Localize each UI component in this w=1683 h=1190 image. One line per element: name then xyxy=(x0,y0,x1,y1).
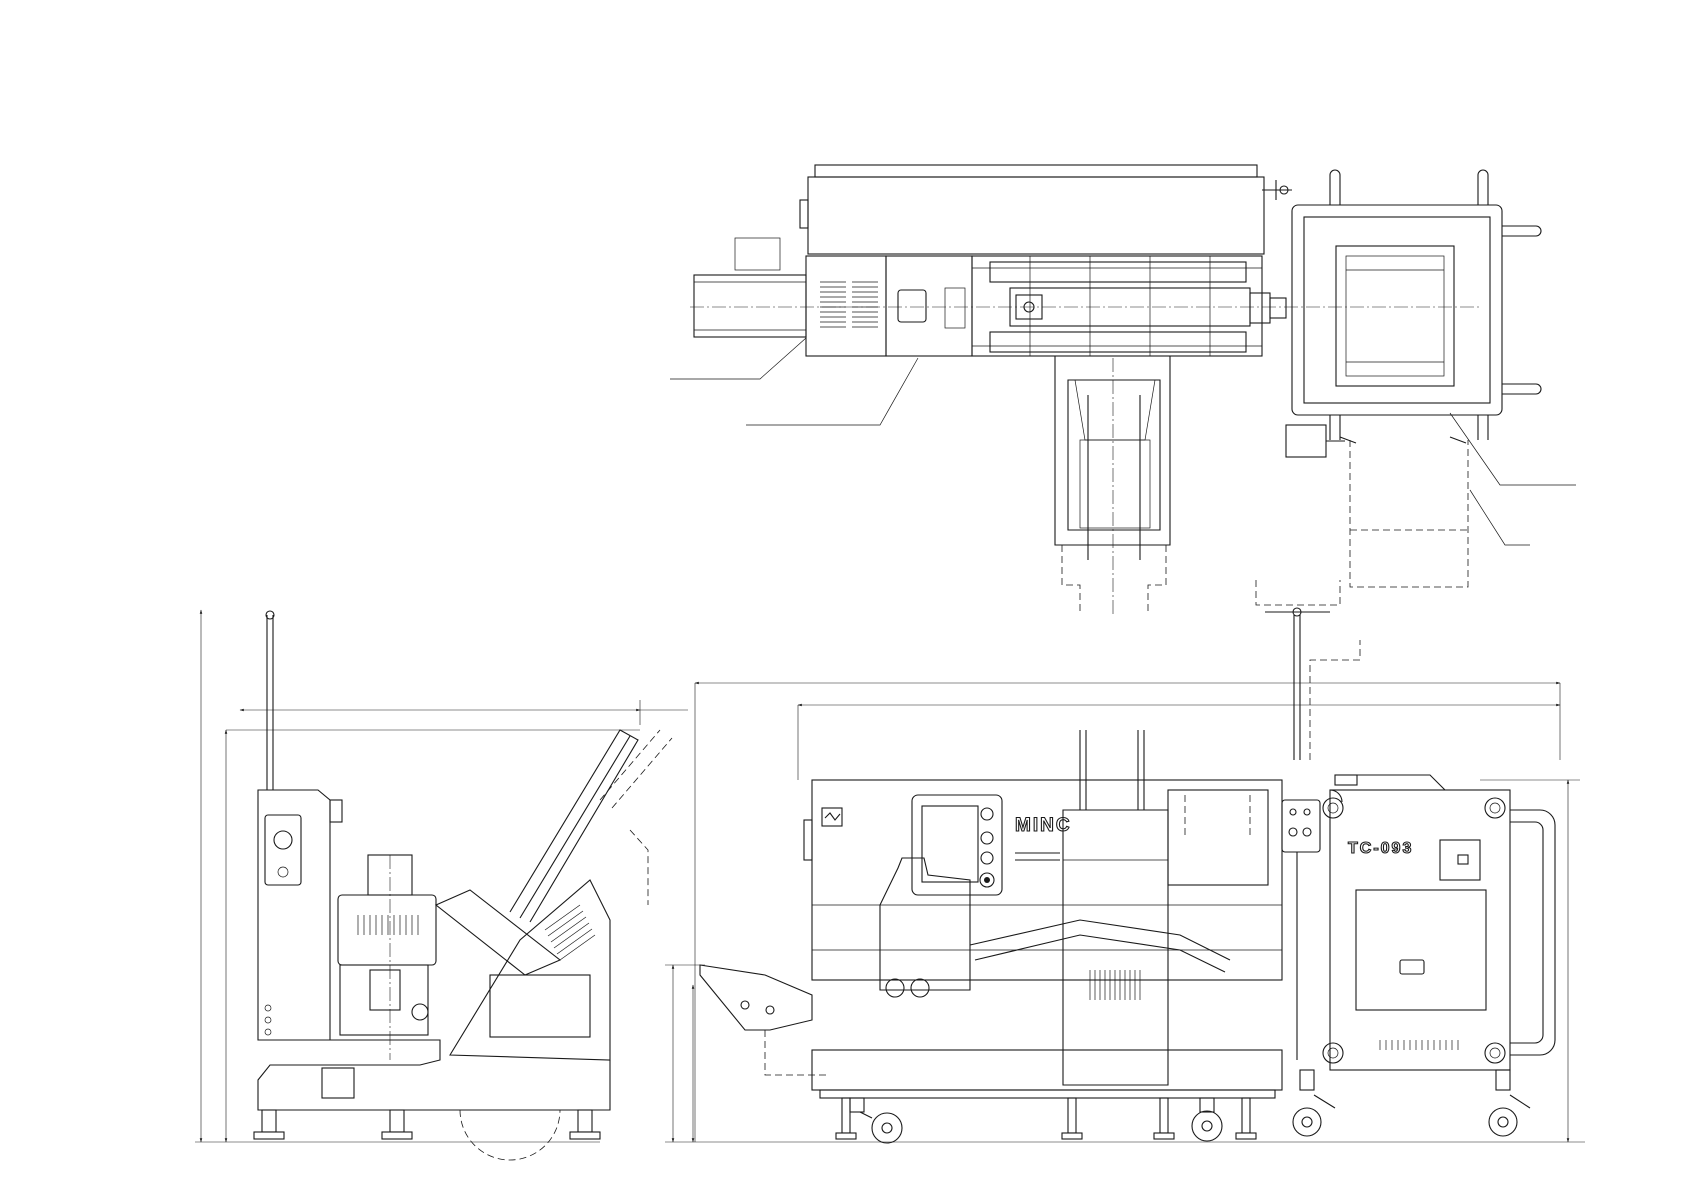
pail-top-view xyxy=(1285,169,1542,588)
pail-front-view: TC-093 xyxy=(1292,774,1556,1137)
vent-slots-d xyxy=(1089,970,1141,1000)
model-label: TC-093 xyxy=(1348,840,1413,857)
brand-label: MINC xyxy=(1015,815,1072,836)
side-view-left xyxy=(195,609,688,1161)
front-view: MINC xyxy=(665,615,1585,1144)
vent-slots-c xyxy=(544,904,596,961)
vent-slots-a xyxy=(820,281,878,328)
top-view xyxy=(670,164,1576,617)
vent-slots-b xyxy=(357,915,419,935)
vent-slots-e xyxy=(1379,1040,1459,1050)
